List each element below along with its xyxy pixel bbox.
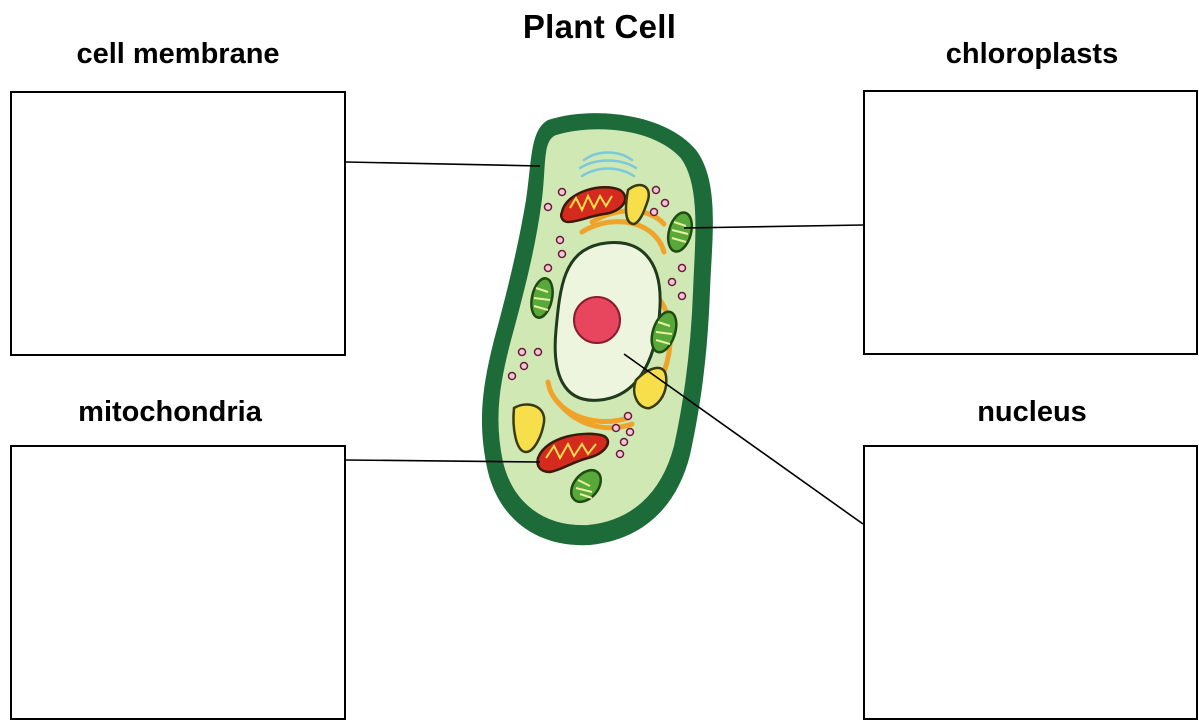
leader-line-cell-membrane — [346, 162, 540, 166]
nucleolus — [574, 297, 620, 343]
